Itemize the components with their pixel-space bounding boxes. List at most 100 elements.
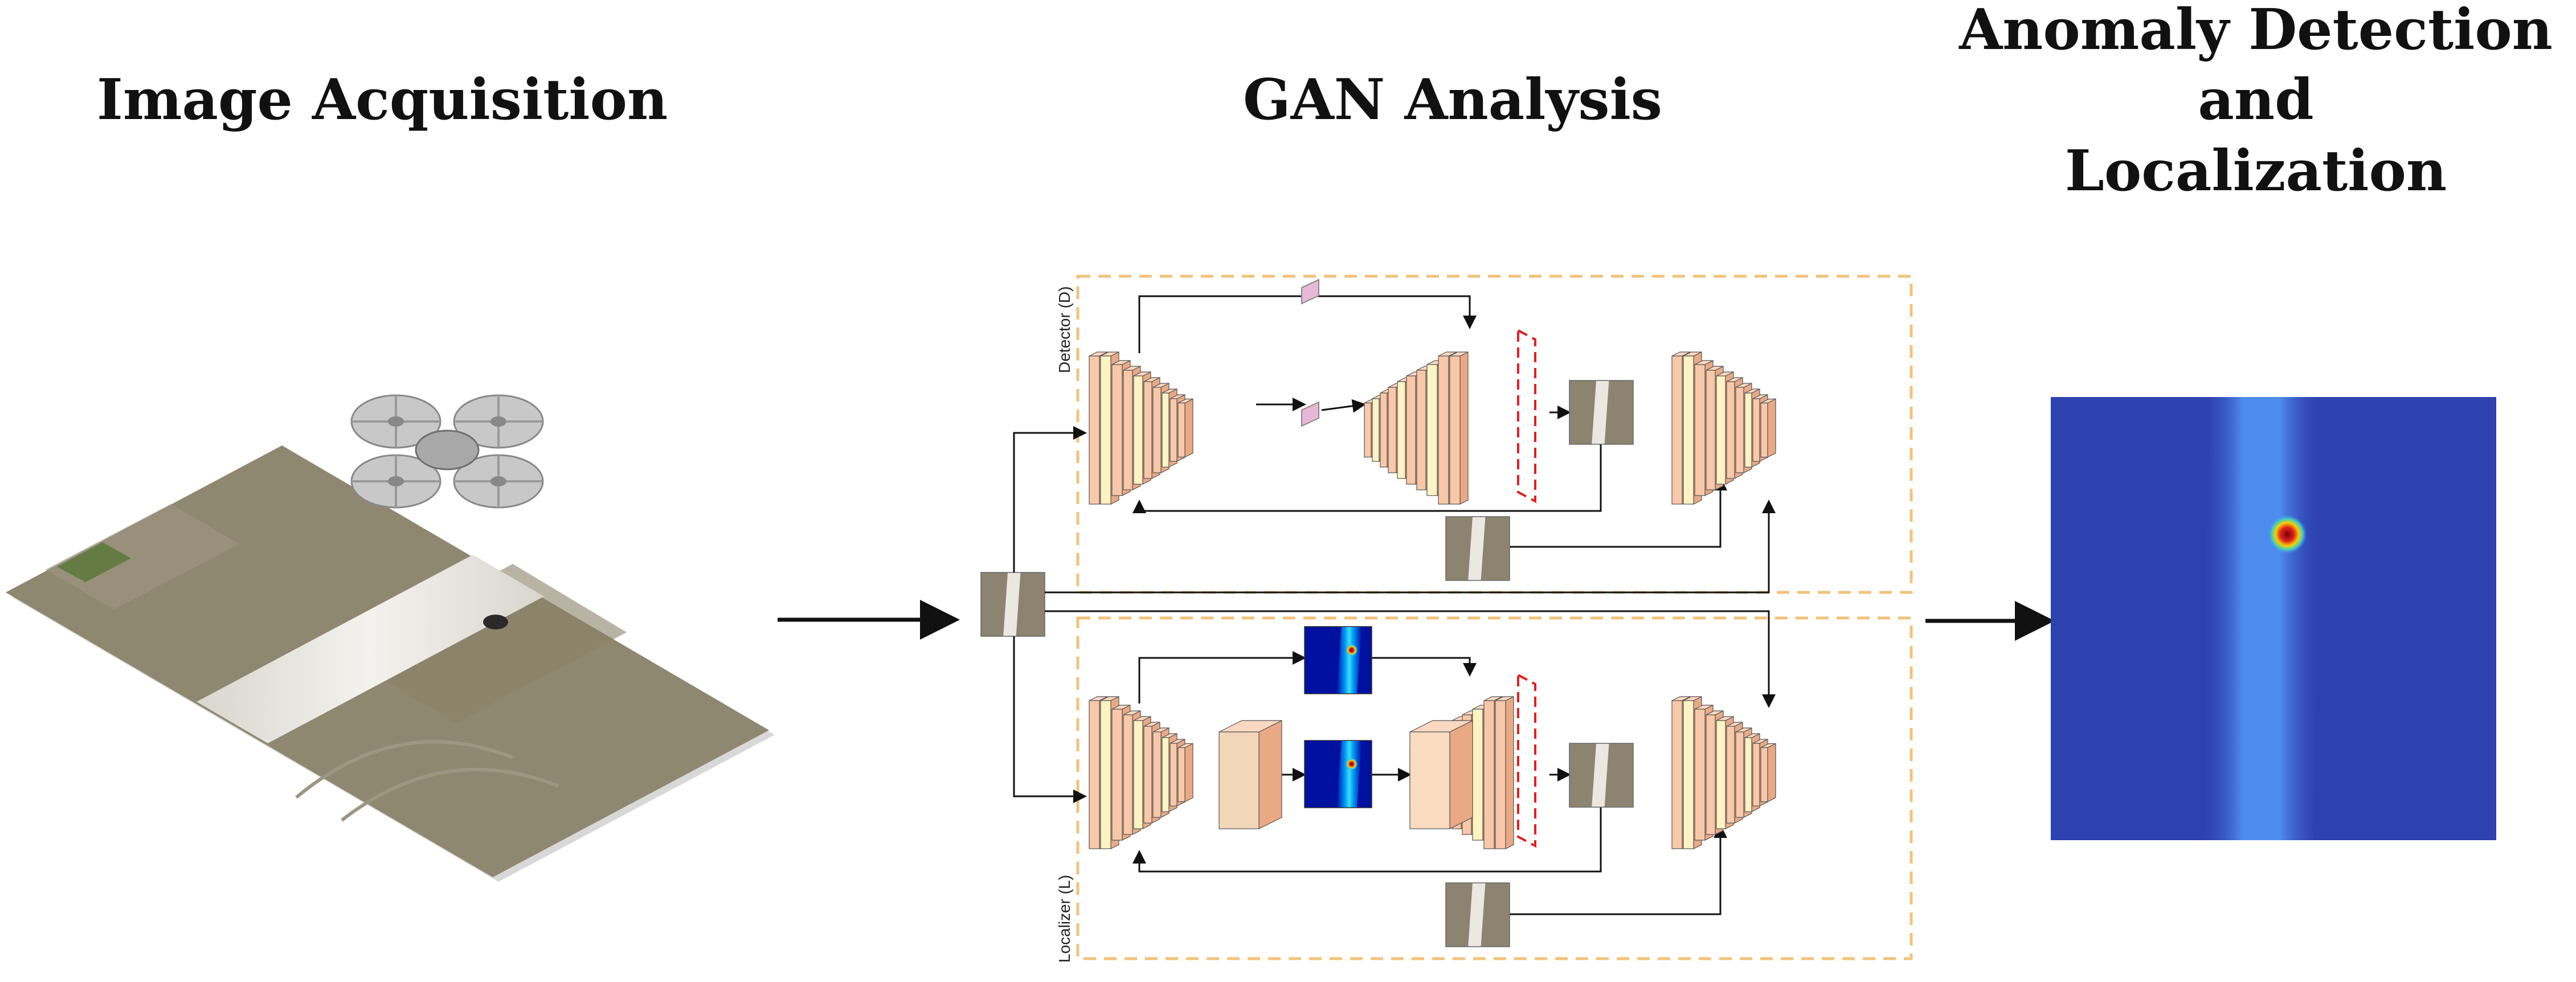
block-side xyxy=(1459,351,1469,505)
block-front xyxy=(1170,398,1177,462)
localizer-reconstruction-image xyxy=(1445,882,1510,947)
localizer-label: Localizer (L) xyxy=(1056,875,1073,963)
thumb-border xyxy=(1445,516,1510,581)
latent-highlight xyxy=(1517,328,1536,504)
anomaly-heatmap-output xyxy=(2051,397,2496,840)
block-front xyxy=(1123,714,1133,835)
detector-label: Detector (D) xyxy=(1056,287,1073,373)
localizer-heatmaps xyxy=(1304,626,1372,808)
block-front xyxy=(1177,747,1185,803)
reconstruction-thumbnails xyxy=(1445,380,1634,947)
block-side xyxy=(1258,720,1282,829)
block-front xyxy=(1409,731,1450,829)
connector-line xyxy=(1013,426,1087,572)
rotor-hub xyxy=(490,476,506,486)
anomaly-hotspot xyxy=(2268,515,2307,554)
block-front xyxy=(1694,364,1706,496)
block-front xyxy=(1426,364,1438,496)
block-front xyxy=(1706,714,1716,835)
connector-line xyxy=(1321,399,1366,413)
block-front xyxy=(1388,387,1397,473)
block-front xyxy=(1449,355,1461,505)
block-front xyxy=(1152,731,1162,818)
network-connectors xyxy=(1013,295,1776,915)
block-front xyxy=(1364,402,1372,458)
latent-vector-block xyxy=(1301,279,1319,305)
heatmap-stripe xyxy=(1336,740,1362,808)
block-front xyxy=(1177,402,1185,458)
block-front xyxy=(1219,731,1260,829)
block-front xyxy=(1133,375,1143,485)
block-front xyxy=(1123,370,1133,490)
thumb-border xyxy=(1569,380,1634,445)
grass-patch xyxy=(57,542,131,582)
block-front xyxy=(1472,709,1483,841)
thumb-road xyxy=(1468,517,1486,580)
localizer-heatmap-bottom xyxy=(1304,740,1372,808)
thumb-road xyxy=(1468,883,1486,947)
block-front xyxy=(1683,355,1694,505)
block-front xyxy=(1170,743,1177,807)
block-front xyxy=(1380,392,1388,468)
connector-line xyxy=(1138,651,1306,703)
localizer-bottleneck-left xyxy=(1219,720,1282,829)
block-front xyxy=(1111,709,1123,841)
block-front xyxy=(1100,355,1111,505)
input-image-thumbnail xyxy=(980,572,1045,637)
thumb-road xyxy=(1592,743,1609,807)
input-image xyxy=(980,572,1045,637)
anomaly-detection-title-line-2: and xyxy=(2198,67,2314,133)
connector-line xyxy=(1132,807,1602,873)
localizer-box: Localizer (L) xyxy=(1056,616,1913,963)
anomaly-object xyxy=(483,615,508,629)
block-side xyxy=(1505,696,1514,849)
block-front xyxy=(1735,731,1744,818)
block-front xyxy=(1143,381,1152,479)
layer-block xyxy=(1760,398,1776,458)
latent-vector-block xyxy=(1301,401,1319,427)
heatmap-border xyxy=(1304,740,1372,808)
block-front xyxy=(1726,726,1735,824)
connector-line xyxy=(1013,636,1087,803)
connector-line xyxy=(1372,657,1477,677)
layer-block xyxy=(1177,398,1193,458)
block-front xyxy=(1671,355,1683,505)
rotor-hub xyxy=(490,416,506,427)
connector-line xyxy=(1132,444,1602,513)
heatmap-hotspot xyxy=(1345,644,1358,656)
rotor-hub xyxy=(388,416,404,427)
road xyxy=(197,555,544,743)
thumb-border xyxy=(980,572,1045,637)
thumb-border xyxy=(1569,743,1634,808)
block-front xyxy=(1716,375,1726,485)
block-front xyxy=(1744,392,1752,468)
connector-line xyxy=(1510,824,1727,915)
heatmap-border xyxy=(1304,626,1372,694)
block-front xyxy=(1752,398,1760,462)
quadcopter-drone-icon xyxy=(350,394,544,509)
aerial-image-tile xyxy=(6,445,775,882)
block-front xyxy=(1694,709,1706,841)
block-front xyxy=(1683,700,1694,849)
image-acquisition-title: Image Acquisition xyxy=(97,67,668,133)
block-front xyxy=(1671,700,1683,849)
block-side xyxy=(1184,398,1193,458)
localizer-heatmap-top xyxy=(1304,626,1372,694)
block-front xyxy=(1100,700,1111,849)
detector-output-image xyxy=(1569,380,1634,445)
layer-block xyxy=(1177,743,1193,803)
block-front xyxy=(1162,737,1170,812)
connector-line xyxy=(1045,500,1776,594)
block-front xyxy=(1760,402,1768,458)
block-front xyxy=(1089,700,1100,849)
block-side xyxy=(1767,398,1776,458)
block-front xyxy=(1760,747,1768,803)
block-front xyxy=(1735,387,1744,473)
thumb-road xyxy=(1003,572,1021,636)
block-front xyxy=(1143,726,1152,824)
thumb-road xyxy=(1592,380,1609,444)
connector-line xyxy=(1510,477,1727,548)
block-front xyxy=(1152,387,1162,473)
latent-highlight xyxy=(1517,673,1536,848)
